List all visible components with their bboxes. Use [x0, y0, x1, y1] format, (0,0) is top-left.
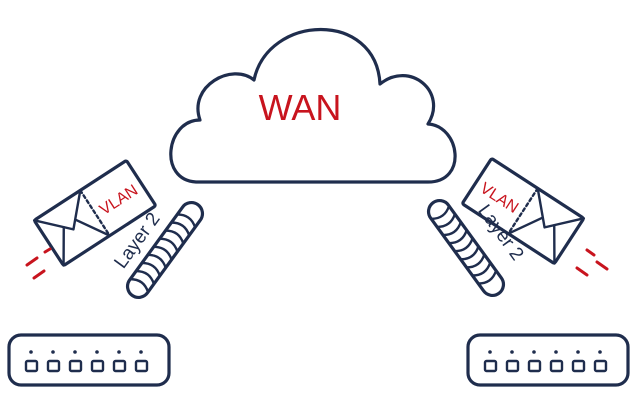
- left-switch-port: [46, 359, 61, 373]
- left-switch-port-led: [117, 350, 121, 354]
- right-switch-port-led: [576, 350, 580, 354]
- right-switch-port: [505, 359, 520, 373]
- right-switch-port: [549, 359, 564, 373]
- right-switch-port-led: [532, 350, 536, 354]
- right-switch-port-led: [554, 350, 558, 354]
- left-layer2-tunnel: [125, 200, 205, 300]
- left-switch-port-led: [95, 350, 99, 354]
- wan-cloud: WAN: [169, 27, 457, 184]
- right-layer2-tunnel: [426, 198, 506, 298]
- right-switch-port: [593, 359, 608, 373]
- left-switch-port: [68, 359, 83, 373]
- right-layer2-label: Layer 2: [473, 201, 527, 265]
- left-switch-port: [134, 359, 149, 373]
- right-switch-port: [571, 359, 586, 373]
- left-vlan-label: VLAN: [97, 182, 141, 219]
- right-switch-port: [527, 359, 542, 373]
- left-motion-lines: [25, 247, 52, 280]
- left-switch-port-led: [73, 350, 77, 354]
- left-switch-port: [112, 359, 127, 373]
- right-switch-port: [483, 359, 498, 373]
- left-switch-port-led: [51, 350, 55, 354]
- left-switch-port-led: [29, 350, 33, 354]
- right-switch-port-led: [510, 350, 514, 354]
- left-switch-port-led: [139, 350, 143, 354]
- right-switch-ports: [483, 350, 608, 373]
- right-switch-port-led: [488, 350, 492, 354]
- right-switch-port-led: [598, 350, 602, 354]
- right-switch: [466, 333, 630, 387]
- right-motion-lines: [575, 248, 609, 277]
- left-switch-ports: [24, 350, 149, 373]
- left-switch-port: [24, 359, 39, 373]
- wan-label: WAN: [259, 87, 342, 128]
- left-switch-port: [90, 359, 105, 373]
- left-switch: [7, 333, 171, 387]
